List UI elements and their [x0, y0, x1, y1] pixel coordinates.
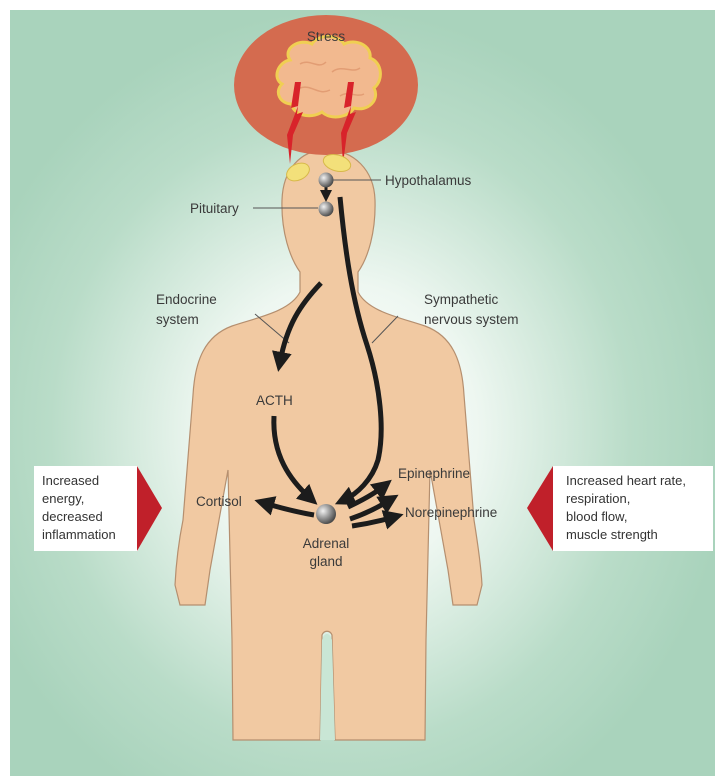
- sympathetic-label-line2: nervous system: [424, 312, 519, 327]
- right-effect-callout: Increased heart rate, respiration, blood…: [527, 466, 713, 551]
- hypothalamus-node: [319, 173, 334, 188]
- adrenal-label-line2: gland: [309, 554, 342, 569]
- norepinephrine-label: Norepinephrine: [405, 505, 497, 520]
- left-effect-line2: energy,: [42, 491, 84, 506]
- adrenal-label-line1: Adrenal: [303, 536, 350, 551]
- right-effect-line4: muscle strength: [566, 527, 658, 542]
- stress-label: Stress: [307, 29, 346, 44]
- right-effect-line2: respiration,: [566, 491, 630, 506]
- adrenal-gland-node: [316, 504, 336, 524]
- right-effect-line1: Increased heart rate,: [566, 473, 686, 488]
- left-effect-line1: Increased: [42, 473, 99, 488]
- acth-label: ACTH: [256, 393, 293, 408]
- left-effect-callout: Increased energy, decreased inflammation: [34, 466, 162, 551]
- left-effect-line4: inflammation: [42, 527, 116, 542]
- hypothalamus-label: Hypothalamus: [385, 173, 472, 188]
- right-effect-line3: blood flow,: [566, 509, 627, 524]
- cortisol-label: Cortisol: [196, 494, 242, 509]
- epinephrine-label: Epinephrine: [398, 466, 470, 481]
- endocrine-label-line2: system: [156, 312, 199, 327]
- endocrine-label-line1: Endocrine: [156, 292, 217, 307]
- pituitary-node: [319, 202, 334, 217]
- left-effect-line3: decreased: [42, 509, 103, 524]
- pituitary-label: Pituitary: [190, 201, 239, 216]
- sympathetic-label-line1: Sympathetic: [424, 292, 499, 307]
